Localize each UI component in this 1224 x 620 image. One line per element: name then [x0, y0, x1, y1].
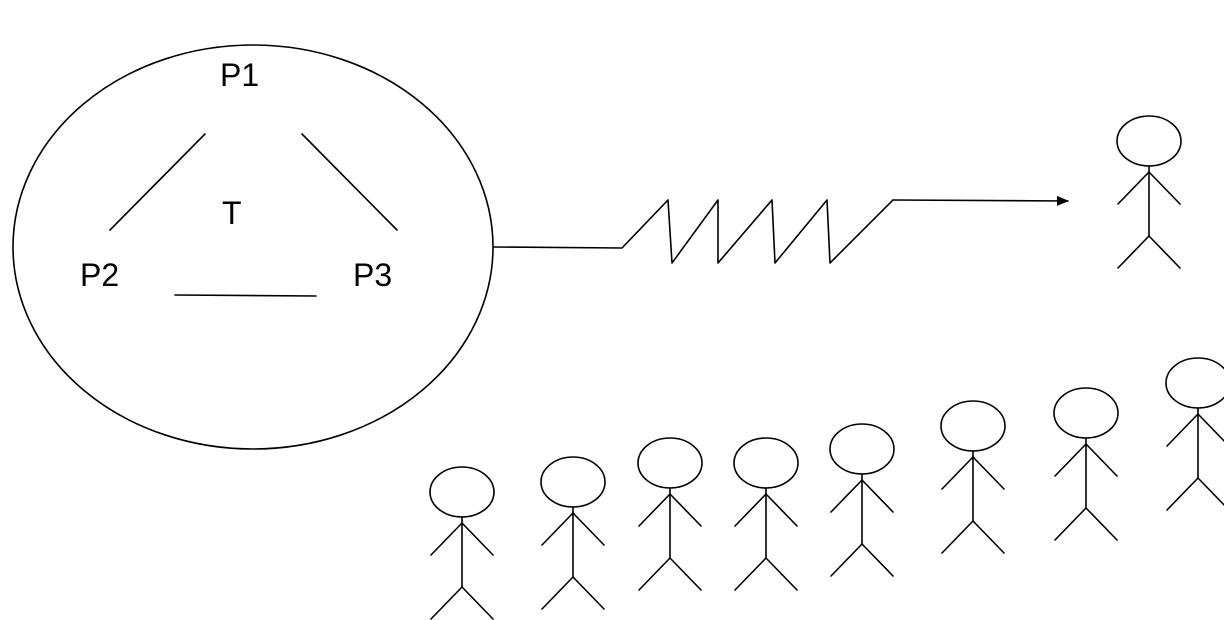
figure-leg-right: [861, 543, 894, 577]
stick-figure-crowd-6: [940, 400, 1006, 554]
arrow-line: [892, 195, 1069, 206]
figure-leg-left: [734, 557, 767, 591]
figure-arm-right: [861, 479, 894, 513]
zigzag-connector: [493, 195, 1069, 264]
figure-leg-right: [1197, 477, 1224, 506]
triangle-side-right: [301, 133, 398, 231]
figure-arm-left: [541, 512, 574, 546]
label-center: T: [222, 195, 242, 231]
label-p1: P1: [220, 57, 259, 93]
figure-leg-left: [941, 520, 974, 554]
triangle-base: [174, 294, 317, 297]
figure-leg-right: [765, 557, 798, 591]
stick-figure-crowd-5: [829, 423, 895, 577]
figure-arm-left: [638, 493, 671, 527]
figure-head: [1165, 357, 1224, 409]
figure-arm-left: [1117, 171, 1150, 205]
figure-head: [1053, 387, 1119, 439]
figure-head: [429, 466, 495, 518]
figure-arm-right: [1197, 413, 1224, 442]
figure-leg-right: [972, 520, 1005, 554]
figure-leg-left: [830, 543, 863, 577]
concept-circle-group: P1 P2 P3 T: [12, 44, 494, 450]
figure-head: [637, 437, 703, 489]
concept-circle: [12, 44, 494, 450]
figure-arm-right: [1148, 171, 1181, 205]
figure-head: [733, 437, 799, 489]
triangle-side-left: [109, 133, 206, 231]
label-p2: P2: [80, 257, 119, 293]
figure-head: [1116, 115, 1182, 167]
figure-leg-left: [1054, 507, 1087, 541]
figure-leg-right: [461, 586, 494, 620]
figure-leg-right: [1148, 235, 1181, 269]
figure-leg-left: [1166, 477, 1199, 511]
stick-figure-crowd-2: [540, 456, 606, 610]
figure-leg-right: [1085, 507, 1118, 541]
label-p3: P3: [353, 257, 392, 293]
figure-leg-left: [638, 557, 671, 591]
figure-leg-left: [1117, 235, 1150, 269]
figure-arm-left: [1054, 443, 1087, 477]
stick-figure-crowd-4: [733, 437, 799, 591]
figure-arm-left: [734, 493, 767, 527]
figure-head: [829, 423, 895, 475]
figure-head: [940, 400, 1006, 452]
figure-arm-left: [430, 522, 463, 556]
figure-arm-right: [765, 493, 798, 527]
figure-arm-right: [1085, 443, 1118, 477]
stick-figure-crowd-7: [1053, 387, 1119, 541]
figure-leg-right: [669, 557, 702, 591]
stick-figure-recipient: [1116, 115, 1182, 269]
stick-figure-crowd-8: [1165, 357, 1224, 511]
stick-figures: [429, 115, 1224, 620]
figure-arm-right: [972, 456, 1005, 490]
figure-arm-left: [941, 456, 974, 490]
figure-arm-right: [669, 493, 702, 527]
figure-leg-right: [572, 576, 605, 610]
figure-leg-left: [541, 576, 574, 610]
figure-arm-right: [461, 522, 494, 556]
zigzag-line: [493, 199, 894, 264]
figure-arm-left: [1166, 413, 1199, 447]
figure-arm-right: [572, 512, 605, 546]
figure-leg-left: [430, 586, 463, 620]
figure-arm-left: [830, 479, 863, 513]
stick-figure-crowd-1: [429, 466, 495, 620]
figure-head: [540, 456, 606, 508]
stick-figure-crowd-3: [637, 437, 703, 591]
